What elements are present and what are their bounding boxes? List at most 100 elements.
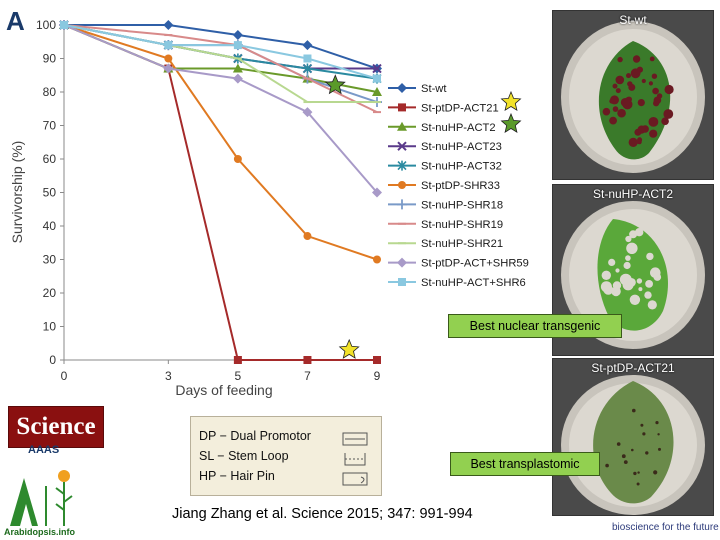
leaf-hole <box>615 268 620 273</box>
leaf-hole <box>638 287 643 292</box>
leaf-hole <box>608 258 616 266</box>
legend-marker <box>397 199 407 210</box>
legend-item-1: St-ptDP-ACT21 <box>388 102 499 114</box>
legend-item-4: St-nuHP-ACT32 <box>388 160 502 173</box>
chart-legend: St-wtSt-ptDP-ACT21St-nuHP-ACT2St-nuHP-AC… <box>388 83 529 289</box>
leaf-hole <box>637 125 646 134</box>
leaf-hole <box>626 242 638 254</box>
y-tick-label: 50 <box>43 186 57 200</box>
data-point <box>372 87 382 96</box>
legend-item-7: St-nuHP-SHR19 <box>388 219 503 231</box>
series-9 <box>59 20 382 198</box>
aaas-logo: AAAS <box>28 444 60 456</box>
legend-item-3: St-nuHP-ACT23 <box>388 141 502 153</box>
legend-label: St-nuHP-ACT+SHR6 <box>421 277 526 289</box>
data-point <box>232 73 243 84</box>
legend-label: St-nuHP-ACT32 <box>421 161 502 173</box>
y-tick-label: 30 <box>43 253 57 267</box>
legend-item-9: St-ptDP-ACT+SHR59 <box>388 257 529 270</box>
legend-label: St-ptDP-SHR33 <box>421 180 500 192</box>
plate-act2-image <box>553 185 713 355</box>
leaf-hole <box>664 84 674 95</box>
leaf-hole <box>631 448 634 452</box>
star-icon <box>338 338 360 359</box>
legend-star-icon <box>500 112 522 133</box>
leaf-hole <box>645 451 649 455</box>
plate-act21-image <box>553 359 713 515</box>
leaf-hole <box>653 470 658 475</box>
data-point <box>373 255 381 264</box>
legend-marker <box>397 257 407 268</box>
legend-marker <box>397 160 407 171</box>
construct-diagram-icon <box>342 432 368 486</box>
panel-letter: A <box>6 6 25 36</box>
leaf-hole <box>605 463 609 468</box>
chart-series <box>59 20 382 364</box>
data-point <box>373 356 381 364</box>
leaf-hole <box>623 460 628 464</box>
legend-item-0: St-wt <box>388 83 447 95</box>
leaf-hole <box>621 454 626 459</box>
x-tick-label: 0 <box>61 369 68 383</box>
leaf-hole <box>637 471 640 474</box>
leaf-hole <box>619 273 632 286</box>
y-tick-label: 60 <box>43 152 57 166</box>
legend-label: St-nuHP-ACT2 <box>421 122 496 134</box>
x-tick-label: 3 <box>165 369 172 383</box>
legend-label: St-nuHP-SHR21 <box>421 238 503 250</box>
leaf-hole <box>610 95 619 105</box>
leaf-hole <box>646 252 654 261</box>
y-tick-label: 10 <box>43 320 57 334</box>
leaf-hole <box>645 280 653 288</box>
legend-marker <box>397 141 407 151</box>
x-tick-label: 5 <box>235 369 242 383</box>
leaf-hole <box>658 447 661 451</box>
data-point <box>233 155 242 163</box>
data-point <box>372 187 382 198</box>
y-tick-label: 0 <box>49 353 56 367</box>
y-tick-label: 90 <box>43 52 57 66</box>
science-logo: Science <box>8 406 104 448</box>
photo-label-wt: St-wt <box>619 13 647 27</box>
leaf-hole <box>609 116 617 125</box>
legend-label: St-ptDP-ACT+SHR59 <box>421 258 529 270</box>
leaf-hole <box>601 270 611 280</box>
y-tick-label: 20 <box>43 286 57 300</box>
legend-label: St-nuHP-SHR18 <box>421 199 503 211</box>
leaf-hole <box>657 433 660 436</box>
data-point <box>303 54 312 63</box>
y-tick-label: 100 <box>36 18 56 32</box>
leaf-hole <box>651 73 658 79</box>
leaf-hole <box>611 286 621 297</box>
leaf-hole <box>629 294 641 305</box>
legend-marker <box>397 83 407 93</box>
x-tick-label: 7 <box>304 369 311 383</box>
legend-marker <box>398 103 406 112</box>
data-point <box>233 41 242 50</box>
data-point <box>232 63 243 73</box>
leaf-hole <box>615 88 621 94</box>
leaf-hole <box>637 99 645 107</box>
abbrev-dp: DP − Dual Promotor <box>199 429 311 443</box>
arabidopsis-logo-icon <box>10 470 73 526</box>
data-point <box>302 107 313 118</box>
leaf-hole <box>649 56 655 62</box>
leaf-hole <box>612 83 618 89</box>
leaf-hole <box>648 81 653 86</box>
leaf-hole <box>617 56 623 63</box>
x-axis-title: Days of feeding <box>175 382 272 398</box>
leaf-hole <box>637 139 642 145</box>
leaf-hole <box>663 119 669 125</box>
y-axis-title: Survivorship (%) <box>9 141 25 244</box>
leaf-hole <box>642 432 646 436</box>
leaf-hole <box>603 285 614 295</box>
leaf-hole <box>636 482 640 486</box>
data-point <box>302 40 313 51</box>
data-point <box>302 63 313 74</box>
leaf-hole <box>632 408 636 413</box>
leaf-hole <box>615 75 625 85</box>
data-point <box>164 54 173 63</box>
abbrev-sl: SL − Stem Loop <box>199 449 289 463</box>
